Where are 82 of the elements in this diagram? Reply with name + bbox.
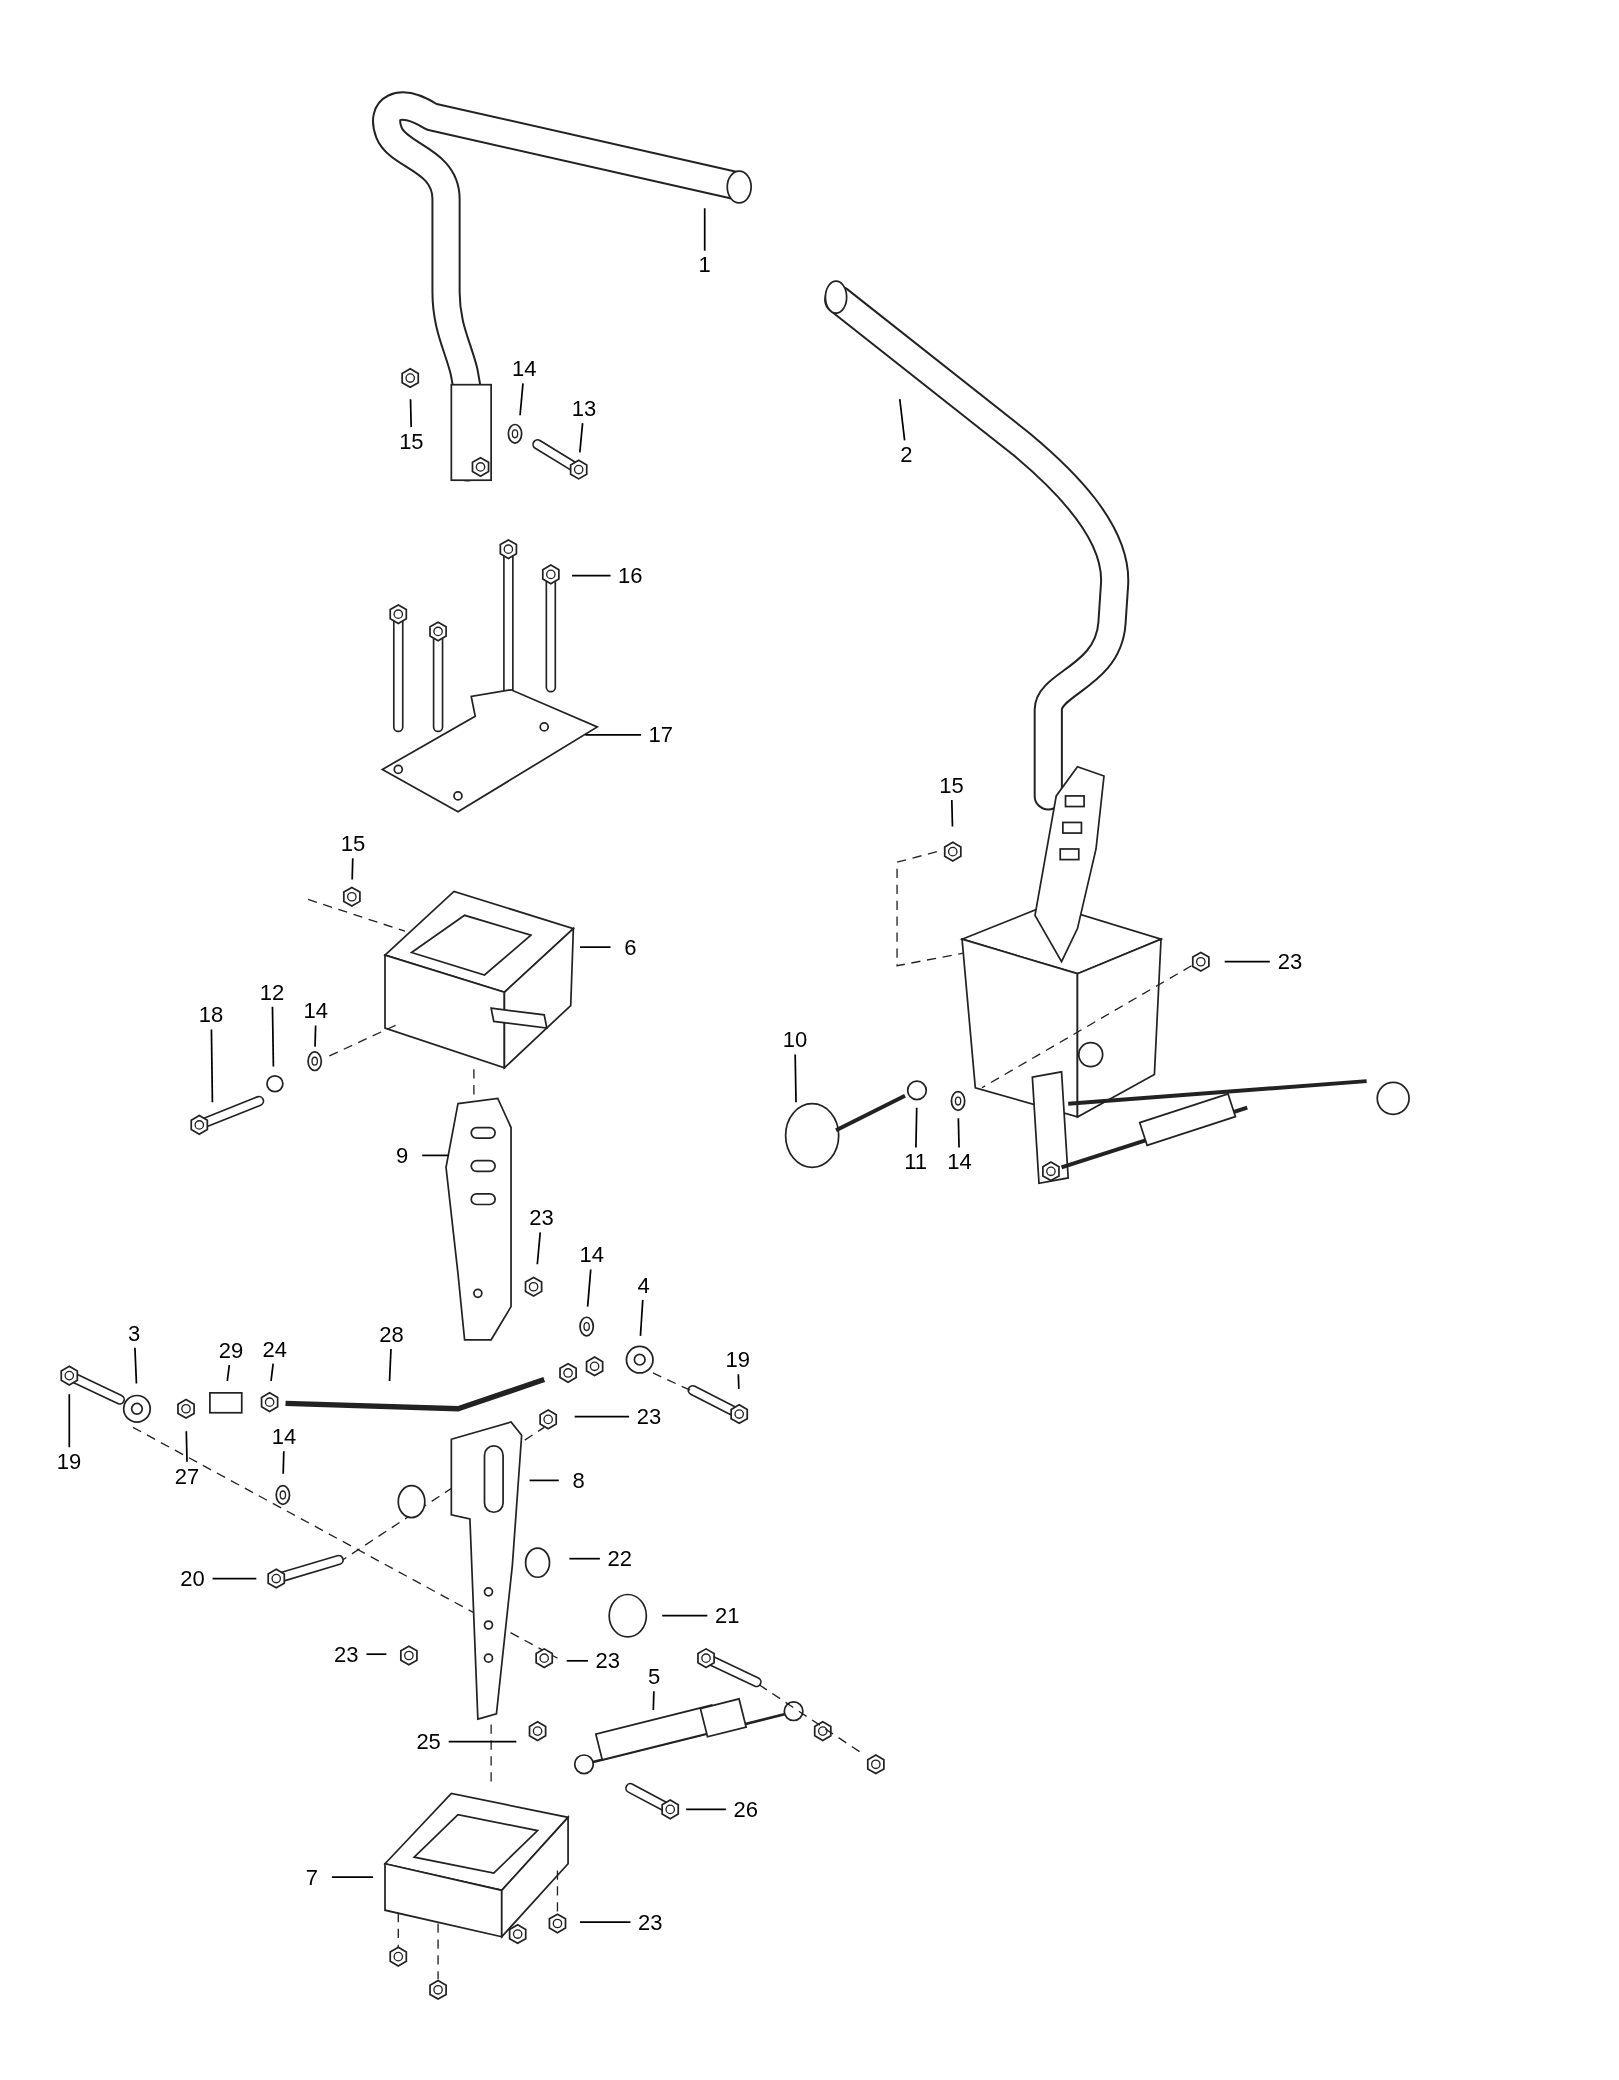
callout-number: 29 [211, 1336, 251, 1366]
callout-number: 23 [1270, 947, 1310, 977]
callout-number: 27 [167, 1462, 207, 1492]
callout-number: 14 [504, 354, 545, 384]
leader-line [898, 398, 906, 442]
callout-number: 14 [571, 1240, 612, 1270]
leader-line [134, 1346, 138, 1385]
callout-number: 23 [587, 1646, 628, 1677]
leader-line [365, 1653, 388, 1656]
callout-number: 19 [49, 1447, 89, 1477]
callout-number: 7 [291, 1863, 332, 1893]
callout-number: 23 [629, 1402, 669, 1432]
callout-number: 2 [886, 440, 927, 470]
leader-line [519, 382, 524, 417]
leader-line [571, 574, 612, 577]
leader-line [794, 1053, 797, 1104]
callout-number: 1 [684, 250, 725, 280]
callout-number: 21 [707, 1601, 748, 1631]
callout-number: 25 [408, 1727, 449, 1757]
leader-line [536, 1231, 542, 1266]
callout-number: 13 [564, 394, 604, 424]
leader-line [568, 1557, 601, 1560]
leader-line [579, 1921, 632, 1923]
callout-number: 23 [630, 1908, 671, 1938]
callout-number: 15 [931, 771, 972, 801]
leader-line [661, 1614, 709, 1617]
callout-number: 17 [640, 720, 681, 750]
callout-number: 8 [558, 1466, 599, 1496]
callout-number: 26 [725, 1795, 766, 1825]
leader-line [226, 1364, 231, 1382]
leader-line [447, 1740, 518, 1743]
callout-number: 6 [610, 932, 651, 963]
leader-line [68, 1393, 71, 1449]
callout-number: 11 [895, 1147, 936, 1178]
callout-number: 9 [382, 1141, 422, 1171]
leader-line [409, 398, 413, 428]
leader-line [211, 1577, 258, 1580]
leader-line [737, 1373, 740, 1390]
leader-line [388, 1348, 392, 1382]
leader-line [950, 799, 954, 828]
callout-number: 4 [623, 1271, 664, 1301]
callout-number: 24 [254, 1335, 295, 1365]
callout-number: 14 [264, 1422, 304, 1452]
leader-line [528, 1479, 560, 1482]
callout-number: 23 [521, 1203, 562, 1233]
leader-line [915, 1106, 918, 1149]
leader-line [573, 1415, 630, 1418]
leader-line [957, 1117, 960, 1149]
callout-number: 23 [326, 1640, 367, 1670]
callout-number: 14 [939, 1147, 980, 1178]
leader-line [1223, 960, 1271, 963]
callout-number: 28 [371, 1320, 412, 1350]
callout-number: 20 [172, 1564, 213, 1594]
callout-number: 12 [252, 978, 292, 1008]
leader-line [270, 1362, 274, 1382]
leader-line [579, 946, 612, 948]
leader-line [586, 1268, 592, 1308]
leader-line [652, 1690, 655, 1711]
leader-line [421, 1154, 450, 1157]
callout-number: 15 [391, 427, 432, 457]
callout-number: 18 [191, 1000, 231, 1030]
leader-line [331, 1876, 374, 1878]
callout-number: 5 [634, 1662, 675, 1692]
leader-line [210, 1028, 214, 1104]
leader-line [271, 1006, 275, 1068]
callout-number: 14 [295, 996, 336, 1026]
leader-line [685, 1808, 727, 1811]
callout-number: 22 [599, 1544, 640, 1574]
leader-line [282, 1450, 285, 1475]
leader-line [639, 1299, 644, 1337]
leader-line [584, 734, 642, 736]
leader-line [351, 857, 354, 881]
callout-number: 3 [114, 1319, 154, 1349]
leader-line [314, 1024, 317, 1048]
leader-line [578, 422, 584, 454]
callout-number: 16 [610, 561, 651, 591]
leader-line [565, 1659, 589, 1662]
leader-line [703, 207, 706, 252]
callout-number: 10 [775, 1025, 815, 1055]
callout-number: 19 [717, 1345, 758, 1375]
leader-line [185, 1430, 188, 1463]
callout-number: 15 [333, 829, 373, 859]
